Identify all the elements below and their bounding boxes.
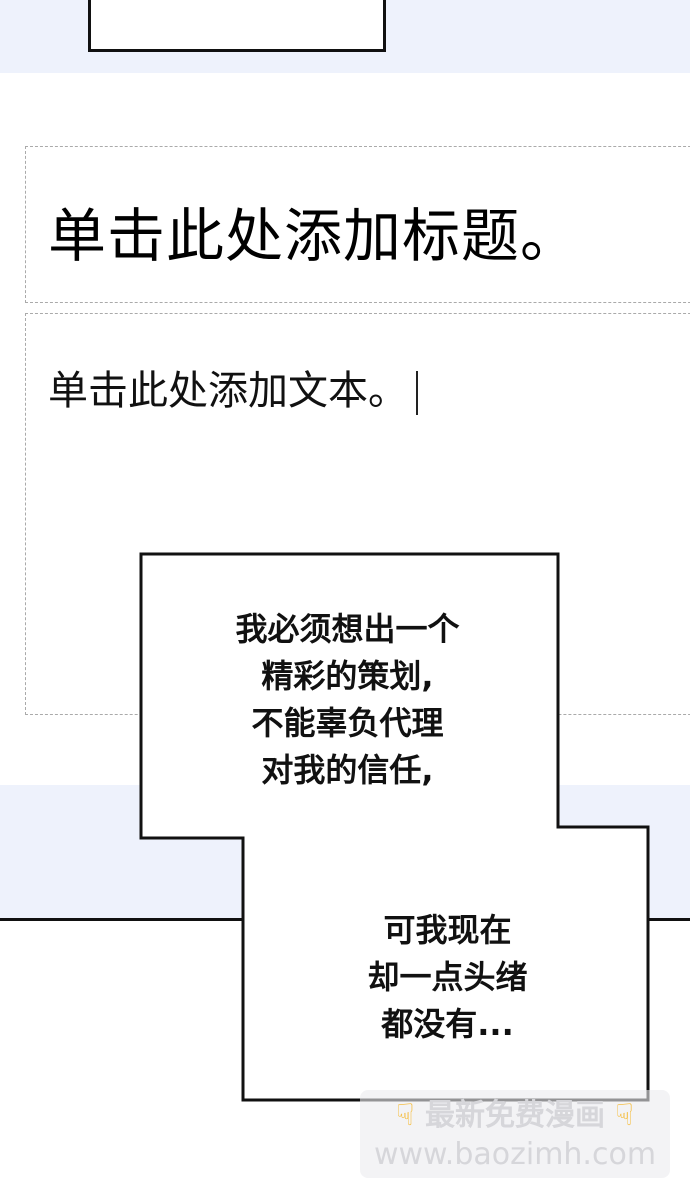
speech-line: 却一点头绪 <box>367 958 528 996</box>
speech-line: 可我现在 <box>383 911 512 949</box>
watermark-line2: www.baozimh.com <box>373 1137 657 1172</box>
speech-line: 我必须想出一个 <box>235 610 460 648</box>
panel-box <box>88 0 386 52</box>
title-placeholder-box[interactable]: 单击此处添加标题。 <box>25 146 690 303</box>
speech-line: 都没有... <box>381 1005 514 1043</box>
pointing-down-hand-icon: ☟ <box>396 1098 415 1133</box>
body-placeholder-text: 单击此处添加文本。 <box>48 358 418 416</box>
text-cursor <box>416 371 418 415</box>
speech-text-bottom: 可我现在 却一点头绪 都没有... <box>255 907 640 1048</box>
title-placeholder-text: 单击此处添加标题。 <box>48 202 580 270</box>
watermark-line1: 最新免费漫画 <box>425 1098 605 1133</box>
speech-line: 对我的信任, <box>261 751 434 789</box>
body-placeholder-label: 单击此处添加文本。 <box>48 368 408 414</box>
pointing-down-hand-icon: ☟ <box>615 1098 634 1133</box>
watermark: ☟ 最新免费漫画 ☟ www.baozimh.com <box>360 1090 670 1178</box>
speech-text-top: 我必须想出一个 精彩的策划, 不能辜负代理 对我的信任, <box>150 606 545 794</box>
body-placeholder-box[interactable]: 单击此处添加文本。 <box>25 313 690 715</box>
speech-line: 精彩的策划, <box>261 657 434 695</box>
speech-line: 不能辜负代理 <box>251 704 444 742</box>
